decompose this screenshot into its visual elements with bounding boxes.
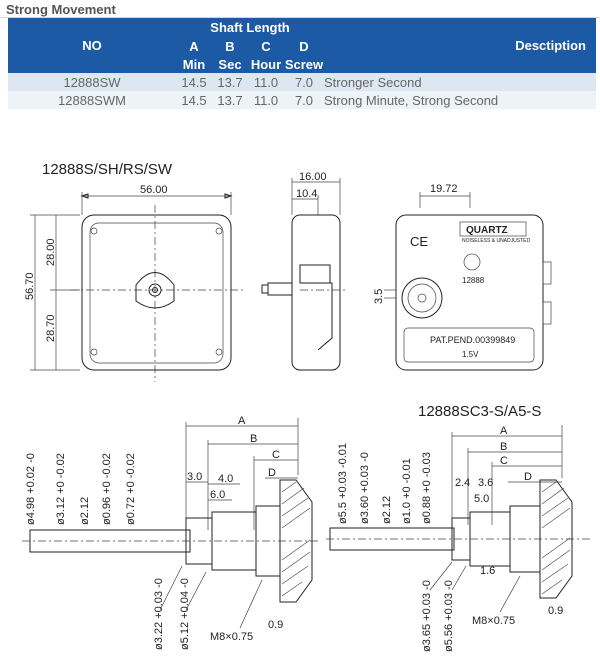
left-letter-b: B bbox=[250, 433, 257, 445]
right-letter-a: A bbox=[500, 425, 508, 437]
right-letter-b: B bbox=[500, 441, 507, 453]
voltage-label: 1.5V bbox=[462, 350, 479, 359]
patent-label: PAT.PEND.00399849 bbox=[430, 335, 515, 345]
left-shaft-detail: A B C D 3.0 4.0 6.0 ø4.98 +0.02 -0 ø3.12… bbox=[22, 415, 320, 650]
title-divider bbox=[0, 17, 600, 18]
cell-no: 12888SW bbox=[8, 73, 176, 91]
right-tip: 0.9 bbox=[548, 605, 563, 617]
left-tip: 0.9 bbox=[268, 619, 283, 631]
cell-d: 7.0 bbox=[284, 73, 324, 91]
right-dia-bottom-2: ø5.56 +0.03 -0 bbox=[443, 580, 455, 652]
col-description: Desctiption bbox=[324, 18, 596, 73]
left-dia-bottom-2: ø5.12 +0.04 -0 bbox=[179, 578, 191, 650]
right-dia-4: ø1.0 +0 -0.01 bbox=[401, 458, 413, 524]
model-stamp: 12888 bbox=[462, 276, 485, 285]
spec-table: NO Shaft Length Desctiption A B C D Min … bbox=[8, 18, 596, 109]
ce-mark: CE bbox=[410, 234, 428, 249]
left-d3: 6.0 bbox=[210, 489, 225, 501]
cell-description: Stronger Second bbox=[324, 73, 596, 91]
back-offset-dim: 3.5 bbox=[373, 289, 385, 304]
left-d2: 4.0 bbox=[218, 473, 233, 485]
right-dia-2: ø3.60 +0.03 -0 bbox=[359, 452, 371, 524]
side-inner-dim: 10.4 bbox=[296, 188, 317, 200]
col-shaft-length: Shaft Length bbox=[176, 18, 324, 37]
width-dim: 56.00 bbox=[140, 184, 168, 196]
right-letter-c: C bbox=[500, 455, 508, 467]
left-letter-c: C bbox=[272, 449, 280, 461]
right-dia-3: ø2.12 bbox=[381, 496, 393, 524]
left-dia-4: ø0.96 +0 -0.02 bbox=[101, 453, 113, 525]
technical-drawing: 12888S/SH/RS/SW 56.00 56.70 28.00 28.70 bbox=[22, 161, 590, 652]
left-dia-3: ø2.12 bbox=[79, 497, 91, 525]
height-dim: 56.70 bbox=[24, 272, 36, 300]
col-sub-min: Min bbox=[176, 55, 212, 73]
left-dia-1: ø4.98 +0.02 -0 bbox=[25, 453, 37, 525]
col-letter-d: D bbox=[284, 37, 324, 55]
right-detail-label: 12888SC3-S/A5-S bbox=[418, 403, 541, 420]
cell-a: 14.5 bbox=[176, 91, 212, 109]
quartz-sub: NOISELESS & UNADJUSTED bbox=[462, 238, 530, 244]
right-dia-1: ø5.5 +0.03 -0.01 bbox=[337, 443, 349, 524]
upper-dim: 28.00 bbox=[45, 238, 57, 266]
back-width-dim: 19.72 bbox=[430, 183, 458, 195]
front-view: 56.00 56.70 28.00 28.70 bbox=[24, 184, 244, 382]
lower-dim: 28.70 bbox=[45, 314, 57, 342]
cell-b: 13.7 bbox=[212, 91, 248, 109]
left-d1: 3.0 bbox=[187, 471, 202, 483]
right-d3: 5.0 bbox=[474, 493, 489, 505]
cell-c: 11.0 bbox=[248, 73, 284, 91]
left-letter-d: D bbox=[268, 467, 276, 479]
col-letter-b: B bbox=[212, 37, 248, 55]
right-d4: 1.6 bbox=[480, 565, 495, 577]
right-dia-bottom-1: ø3.65 +0.03 -0 bbox=[421, 580, 433, 652]
cell-b: 13.7 bbox=[212, 73, 248, 91]
section-title: Strong Movement bbox=[6, 2, 116, 17]
back-view: 19.72 QUARTZ NOISELESS & UNADJUSTED CE 1… bbox=[373, 183, 552, 371]
left-dia-5: ø0.72 +0 -0.02 bbox=[125, 453, 137, 525]
col-letter-c: C bbox=[248, 37, 284, 55]
col-sub-hour: Hour bbox=[248, 55, 284, 73]
col-sub-sec: Sec bbox=[212, 55, 248, 73]
right-shaft-detail: A B C D 2.4 3.6 5.0 ø5.5 +0.03 -0.01 ø3.… bbox=[326, 425, 590, 652]
right-d2: 3.6 bbox=[478, 477, 493, 489]
right-d1: 2.4 bbox=[455, 477, 470, 489]
table-row: 12888SW 14.5 13.7 11.0 7.0 Stronger Seco… bbox=[8, 73, 596, 91]
side-view: 16.00 10.4 bbox=[261, 171, 346, 371]
side-total-dim: 16.00 bbox=[299, 171, 327, 183]
cell-description: Strong Minute, Strong Second bbox=[324, 91, 596, 109]
table-row: 12888SWM 14.5 13.7 11.0 7.0 Strong Minut… bbox=[8, 91, 596, 109]
right-thread: M8×0.75 bbox=[472, 615, 515, 627]
cell-d: 7.0 bbox=[284, 91, 324, 109]
col-no: NO bbox=[8, 18, 176, 73]
front-view-label: 12888S/SH/RS/SW bbox=[42, 161, 173, 178]
col-letter-a: A bbox=[176, 37, 212, 55]
right-dia-5: ø0.88 +0 -0.03 bbox=[421, 452, 433, 524]
quartz-label: QUARTZ bbox=[466, 225, 508, 236]
left-letter-a: A bbox=[238, 415, 246, 427]
col-sub-screw: Screw bbox=[284, 55, 324, 73]
left-dia-2: ø3.12 +0 -0.02 bbox=[55, 453, 67, 525]
cell-a: 14.5 bbox=[176, 73, 212, 91]
right-letter-d: D bbox=[524, 471, 532, 483]
left-thread: M8×0.75 bbox=[210, 631, 253, 643]
cell-no: 12888SWM bbox=[8, 91, 176, 109]
left-dia-bottom-1: ø3.22 +0.03 -0 bbox=[153, 578, 165, 650]
cell-c: 11.0 bbox=[248, 91, 284, 109]
